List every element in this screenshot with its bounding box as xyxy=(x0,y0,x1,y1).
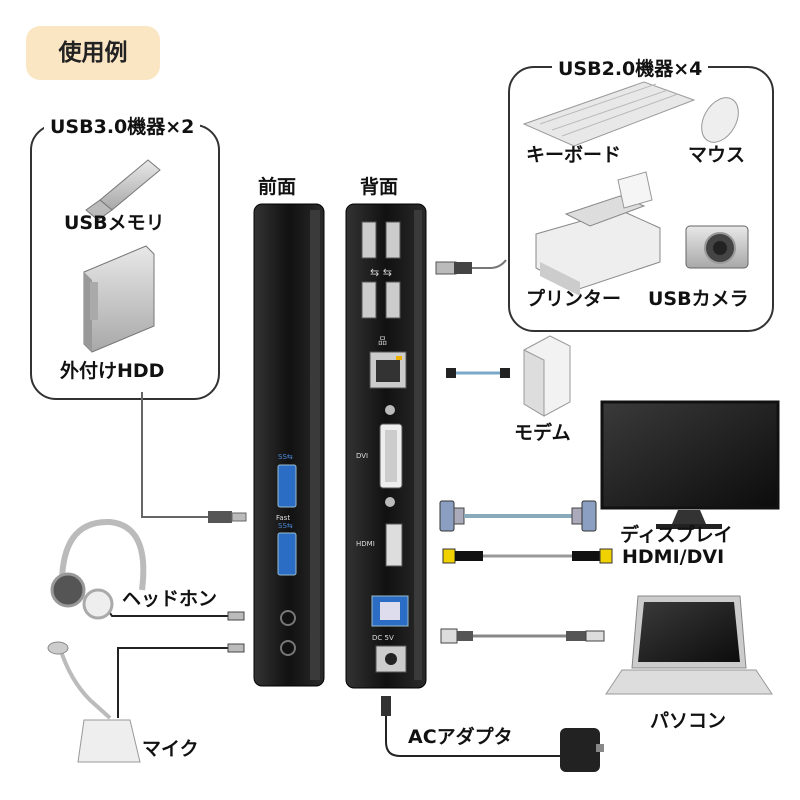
front-usb3-port-2 xyxy=(277,532,297,576)
front-usb3-port-1 xyxy=(277,464,297,508)
mic-plug xyxy=(227,643,245,653)
usb-camera-icon xyxy=(685,225,749,269)
label-external-hdd: 外付けHDD xyxy=(60,360,165,382)
label-back: 背面 xyxy=(360,176,399,198)
usb3-group-title: USB3.0機器×2 xyxy=(44,112,201,139)
cable-mic xyxy=(117,647,230,718)
cable-lan xyxy=(446,368,510,378)
keyboard-icon xyxy=(522,81,696,147)
label-modem: モデム xyxy=(514,422,571,444)
label-mic: マイク xyxy=(142,738,199,760)
front-fast-label: Fast xyxy=(276,514,290,522)
external-hdd-icon xyxy=(83,245,155,353)
svg-text:DVI: DVI xyxy=(356,452,368,460)
svg-text:SS⇆: SS⇆ xyxy=(278,453,293,461)
dock-front-view: SS⇆ Fast SS⇆ xyxy=(253,203,325,687)
svg-text:⇆ ⇆: ⇆ ⇆ xyxy=(370,266,392,279)
label-display-2: HDMI/DVI xyxy=(622,546,725,568)
label-display-1: ディスプレイ xyxy=(620,524,733,546)
laptop-icon xyxy=(605,595,773,695)
hdmi-port xyxy=(385,523,403,567)
cable-hdmi xyxy=(442,548,613,564)
svg-text:DC 5V: DC 5V xyxy=(372,634,394,642)
label-keyboard: キーボード xyxy=(526,144,622,166)
label-mouse: マウス xyxy=(688,144,746,166)
mic-jack xyxy=(280,640,296,656)
ac-adapter-icon xyxy=(560,728,604,772)
label-ac-adapter: ACアダプタ xyxy=(408,726,513,748)
headphones-icon xyxy=(58,518,147,591)
headphone-earcups xyxy=(50,572,114,620)
usb2-group-title: USB2.0機器×4 xyxy=(552,54,709,81)
cable-dvi xyxy=(439,500,597,532)
label-usb-memory: USBメモリ xyxy=(64,212,165,234)
label-front: 前面 xyxy=(258,176,297,198)
svg-text:HDMI: HDMI xyxy=(356,540,375,548)
microphone-icon xyxy=(47,641,141,763)
svg-text:SS⇆: SS⇆ xyxy=(278,522,293,530)
modem-icon xyxy=(523,335,571,417)
mouse-icon xyxy=(701,97,739,143)
svg-text:品: 品 xyxy=(378,336,387,347)
usb3-device-group xyxy=(30,124,220,400)
headphone-plug xyxy=(227,611,245,621)
cable-usb3-to-dock xyxy=(141,392,210,518)
label-headphone: ヘッドホン xyxy=(122,588,218,610)
label-pc: パソコン xyxy=(650,710,727,732)
headphone-jack xyxy=(280,610,296,626)
cable-usb2-hub xyxy=(460,259,507,269)
ac-plug-dock xyxy=(381,696,391,716)
label-usb-camera: USBカメラ xyxy=(648,288,749,310)
usb-plug-back xyxy=(435,261,472,275)
cable-ac xyxy=(385,716,562,757)
dock-back-view: ⇆ ⇆ 品 DVI HDMI DC 5V xyxy=(345,203,427,689)
monitor-icon xyxy=(600,400,780,529)
cable-pc xyxy=(440,628,605,644)
title-tag: 使用例 xyxy=(26,26,160,80)
printer-icon xyxy=(535,171,661,296)
usb-plug-front xyxy=(208,511,247,523)
usb-memory-icon xyxy=(85,159,161,221)
label-printer: プリンター xyxy=(526,288,622,310)
